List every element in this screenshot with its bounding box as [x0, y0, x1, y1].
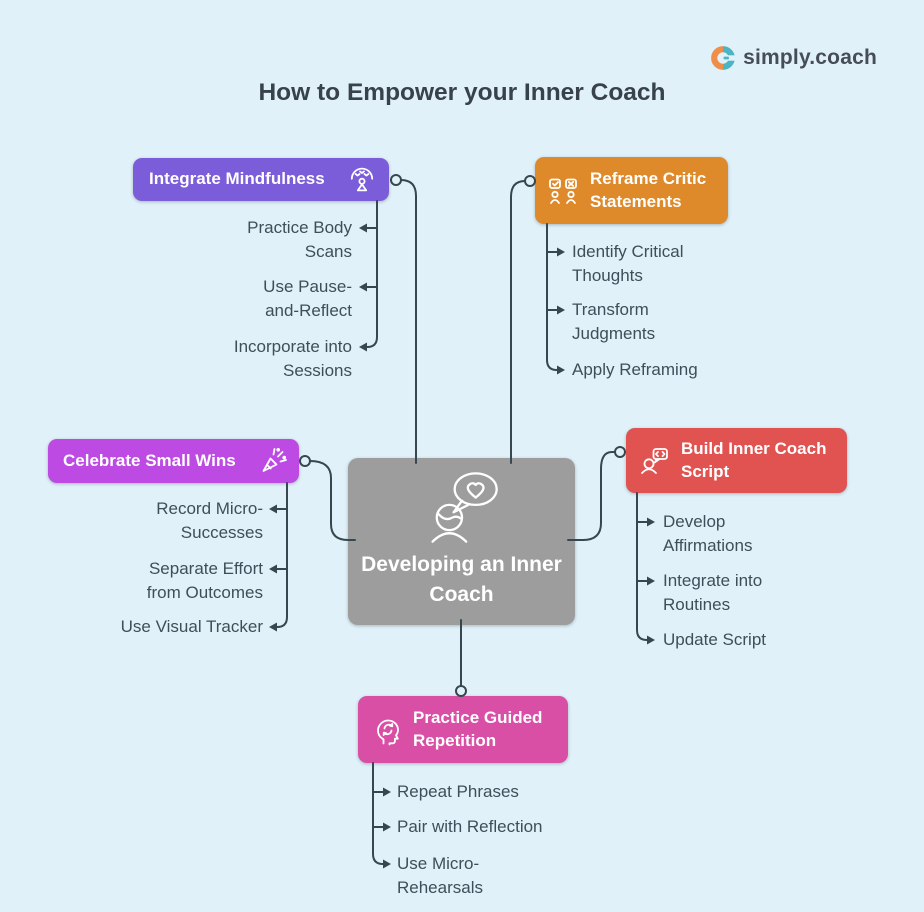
connector-mindfulness-center [400, 179, 417, 464]
arrowhead [557, 305, 565, 315]
person-heart-speech-icon [430, 472, 498, 543]
arrowhead [383, 787, 391, 797]
arrowhead [359, 223, 367, 233]
node-label: Integrate Mindfulness [149, 169, 325, 189]
people-check-cross-icon [549, 178, 577, 204]
node-practice-guided-repetition: Practice Guided Repetition [358, 696, 568, 763]
arrowhead [269, 564, 277, 574]
arrowhead [557, 247, 565, 257]
head-repeat-icon [377, 719, 399, 745]
arrowhead [269, 504, 277, 514]
node-reframe-critic-statements: Reframe Critic Statements [535, 157, 728, 224]
node-build-inner-coach-script: Build Inner Coach Script [626, 428, 847, 493]
arrowhead [647, 576, 655, 586]
subitem-use-micro-rehearsals: Use Micro-Rehearsals [397, 854, 483, 897]
node-label: Reframe Critic Statements [590, 168, 707, 211]
subitem-develop-affirmations: Develop Affirmations [663, 512, 753, 555]
subitem-repeat-phrases: Repeat Phrases [397, 782, 519, 801]
bracket-build [636, 492, 651, 641]
subitem-pair-with-reflection: Pair with Reflection [397, 817, 543, 836]
brand-logo: simply.coach [710, 45, 877, 71]
subitem-identify-critical-thoughts: Identify Critical Thoughts [572, 242, 684, 285]
brand-name: simply.coach [743, 46, 877, 69]
simply-coach-logo-icon [711, 46, 737, 70]
page-title: How to Empower your Inner Coach [258, 79, 666, 106]
subitem-use-pause-and-reflect: Use Pause-and-Reflect [263, 277, 352, 320]
node-label: Developing an Inner Coach [361, 553, 562, 606]
meditating-person-icon [350, 167, 374, 191]
subitem-incorporate-into-sessions: Incorporate into Sessions [233, 337, 352, 380]
subitem-use-visual-tracker: Use Visual Tracker [120, 617, 263, 636]
connector-ring [390, 174, 402, 186]
node-label: Practice Guided Repetition [413, 707, 543, 750]
subitem-integrate-into-routines: Integrate into Routines [663, 571, 763, 614]
party-popper-icon [262, 448, 287, 472]
bracket-reframe [546, 223, 561, 371]
connector-ring [614, 446, 626, 458]
bracket-practice [372, 762, 387, 865]
subitem-separate-effort-from-outcomes: Separate Effort from Outcomes [146, 559, 263, 602]
connector-reframe-center [510, 180, 526, 464]
connector-ring [524, 175, 536, 187]
person-speech-bubble-icon [641, 447, 668, 474]
arrowhead [359, 282, 367, 292]
node-developing-inner-coach: Developing an Inner Coach [348, 458, 575, 625]
arrowhead [269, 622, 277, 632]
subitem-practice-body-scans: Practice Body Scans [247, 218, 352, 261]
arrowhead [647, 517, 655, 527]
arrowhead [359, 342, 367, 352]
subitem-record-micro-successes: Record Micro-Successes [156, 499, 263, 542]
connector-build-center [567, 451, 616, 541]
subitem-apply-reframing: Apply Reframing [572, 360, 698, 379]
node-integrate-mindfulness: Integrate Mindfulness [133, 158, 389, 201]
bracket-mindfulness [363, 200, 378, 348]
arrowhead [383, 822, 391, 832]
arrowhead [557, 365, 565, 375]
connector-ring [299, 455, 311, 467]
arrowhead [647, 635, 655, 645]
node-label: Build Inner Coach Script [681, 438, 827, 481]
node-label: Celebrate Small Wins [63, 450, 236, 470]
subitem-update-script: Update Script [663, 630, 766, 649]
subitem-transform-judgments: Transform Judgments [572, 300, 656, 343]
arrowhead [383, 859, 391, 869]
bracket-celebrate [273, 482, 288, 628]
connector-ring [455, 685, 467, 697]
node-celebrate-small-wins: Celebrate Small Wins [48, 439, 299, 483]
